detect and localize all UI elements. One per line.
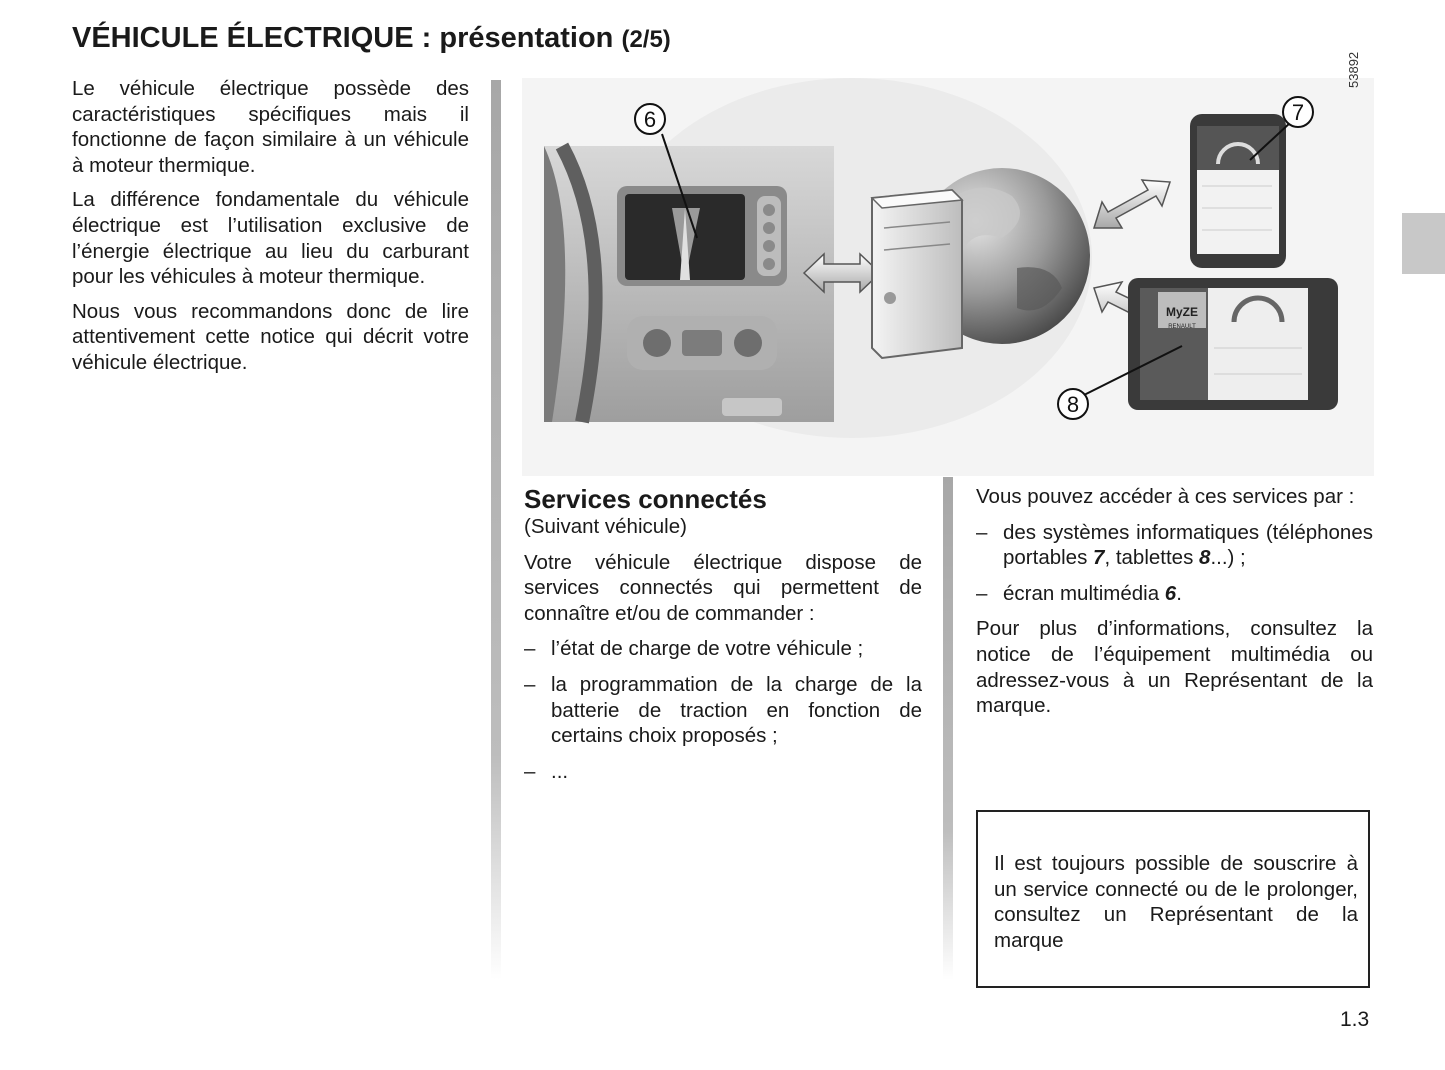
list-item: – des systèmes informatiques (téléphones… (976, 520, 1373, 571)
callout-7-label: 7 (1292, 100, 1304, 125)
tablet-logo: MyZE (1166, 305, 1198, 319)
intro-column: Le véhicule électrique possède des carac… (72, 76, 469, 385)
tablet-brand: RENAULT (1168, 324, 1196, 330)
note-box: Il est toujours possible de souscrire à … (976, 810, 1370, 988)
services-column: Services connectés (Suivant véhicule) Vo… (524, 484, 922, 794)
list-dash: – (524, 759, 536, 783)
access-column: Vous pouvez accéder à ces services par :… (976, 484, 1373, 729)
double-arrow-icon-phone (1092, 179, 1172, 229)
list-dash: – (976, 520, 988, 544)
services-heading: Services connectés (524, 484, 767, 514)
access-more-info: Pour plus d’informations, consultez la n… (976, 617, 1373, 718)
callout-8 (1057, 388, 1089, 420)
callout-8-label: 8 (1067, 392, 1079, 417)
page-title-sub: (2/5) (621, 26, 671, 53)
list-dash: – (524, 637, 536, 661)
ref-tablet: 8 (1199, 546, 1211, 570)
intro-paragraph-3: Nous vous recommandons donc de lire atte… (72, 299, 469, 374)
smartphone-image (1190, 114, 1286, 268)
list-item-text: des systèmes informatiques (téléphones p… (1003, 520, 1373, 571)
list-item-text: ... (551, 759, 569, 783)
list-dash: – (524, 672, 536, 696)
page-number: 1.3 (1340, 1008, 1370, 1031)
server-icon (870, 188, 964, 360)
access-item1-mid: , tablettes (1104, 546, 1200, 570)
tablet-image: MyZE RENAULT (1128, 278, 1338, 410)
ref-phone: 7 (1093, 546, 1105, 570)
access-item2-pre: écran multimédia (1003, 581, 1165, 605)
list-item: – écran multimédia 6. (976, 581, 1373, 607)
column-divider-left (491, 80, 501, 980)
list-item: – la programmation de la charge de la ba… (524, 672, 922, 749)
car-dashboard-image (544, 142, 834, 424)
list-item-text: la programmation de la charge de la batt… (551, 672, 922, 748)
intro-paragraph-2: La différence fondamentale du véhicule é… (72, 188, 469, 289)
list-item: – ... (524, 759, 922, 785)
column-divider-middle (943, 477, 953, 980)
list-item-text: l’état de charge de votre véhicule ; (551, 637, 864, 661)
access-item2-post: . (1176, 581, 1182, 605)
callout-7 (1282, 96, 1314, 128)
access-item1-pre: des systèmes informatiques (téléphones p… (1003, 520, 1373, 570)
list-item: – l’état de charge de votre véhicule ; (524, 636, 922, 662)
intro-paragraph-1: Le véhicule électrique possède des carac… (72, 77, 469, 177)
connected-services-illustration: MyZE RENAULT 6 7 8 (522, 78, 1374, 476)
callout-6-label: 6 (644, 107, 656, 132)
figure-code: 53892 (1346, 51, 1361, 88)
page-title: VÉHICULE ÉLECTRIQUE : présentation (2/5) (72, 22, 671, 55)
note-text: Il est toujours possible de souscrire à … (994, 852, 1358, 952)
list-item-text: écran multimédia 6. (1003, 581, 1373, 607)
services-intro: Votre véhicule électrique dispose de ser… (524, 550, 922, 625)
page-title-main: VÉHICULE ÉLECTRIQUE : présentation (72, 22, 614, 54)
chapter-tab (1402, 213, 1445, 274)
access-item1-post: ...) ; (1210, 546, 1246, 570)
access-intro: Vous pouvez accéder à ces services par : (976, 485, 1355, 508)
callout-6 (634, 103, 666, 135)
services-subheading: (Suivant véhicule) (524, 515, 687, 538)
ref-screen: 6 (1164, 581, 1177, 605)
list-dash: – (976, 581, 988, 605)
